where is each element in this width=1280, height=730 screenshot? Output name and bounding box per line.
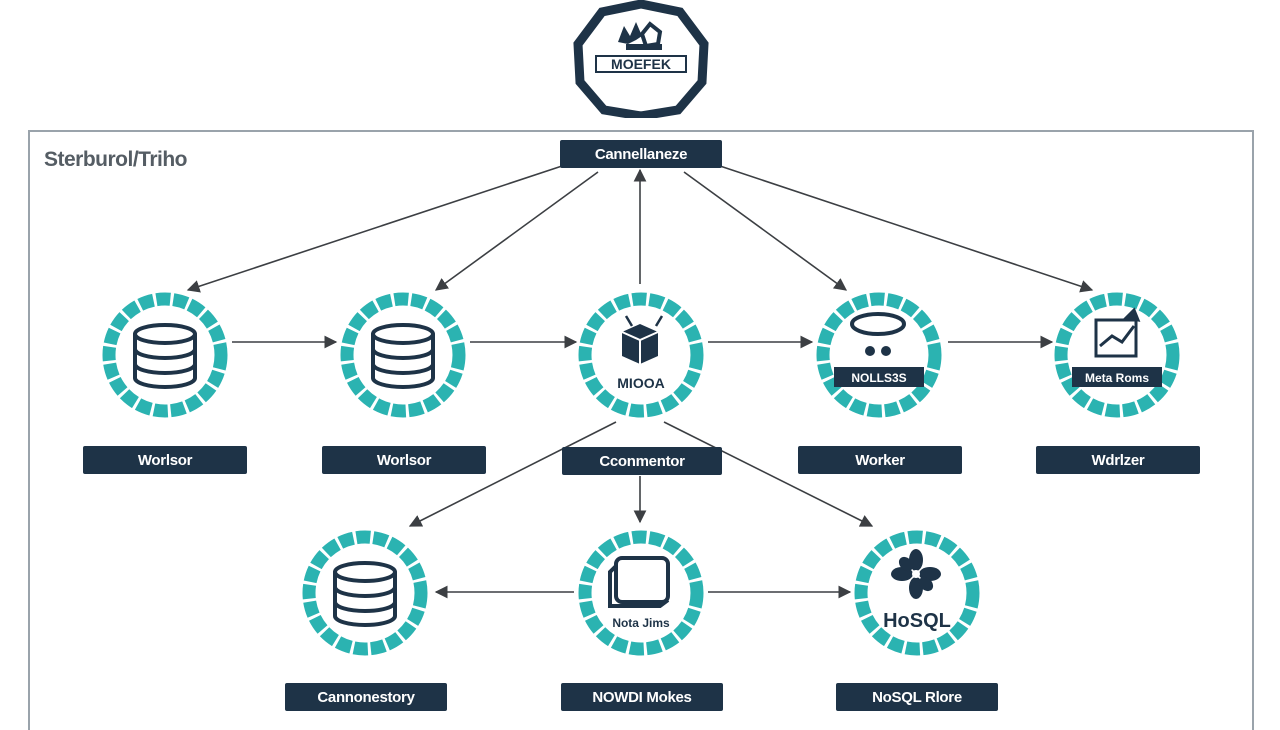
arrow-connector-to-row2-1: [408, 421, 617, 527]
ring-icon: [850, 312, 906, 356]
nosql-inner-text: HoSQL: [883, 610, 951, 632]
logo-text: MOEFEK: [611, 56, 671, 72]
database-icon: [333, 561, 397, 627]
cube-icon: [621, 315, 664, 364]
arrow-top-to-worker-1: [186, 165, 563, 293]
arrow-top-to-worker-5: [719, 165, 1094, 293]
node-worker-2[interactable]: [338, 290, 468, 420]
row1-label-3[interactable]: Cconmentor: [562, 447, 722, 475]
flower-icon: [891, 549, 941, 599]
node-worker-4[interactable]: NOLLS3S: [814, 290, 944, 420]
worker-4-inner-text: NOLLS3S: [851, 371, 906, 385]
box-icon: [608, 556, 670, 608]
row1-label-5[interactable]: Wdrlzer: [1036, 446, 1200, 474]
database-icon: [133, 323, 197, 389]
arrow-top-to-worker-2: [434, 171, 599, 291]
diagram-frame: [28, 130, 1254, 730]
row2-label-1[interactable]: Cannonestory: [285, 683, 447, 711]
nowdi-inner-text: Nota Jims: [612, 616, 670, 630]
logo-emblem-icon: [618, 21, 663, 50]
node-repository[interactable]: [300, 528, 430, 658]
logo-badge: MOEFEK: [573, 0, 709, 118]
node-worker-5[interactable]: Meta Roms: [1052, 290, 1182, 420]
worker-5-inner-text: Meta Roms: [1085, 371, 1149, 385]
arrow-connector-to-row2-3: [663, 421, 874, 527]
node-nosql[interactable]: HoSQL: [852, 528, 982, 658]
row2-label-2[interactable]: NOWDI Mokes: [561, 683, 723, 711]
top-label[interactable]: Cannellaneze: [560, 140, 722, 168]
connector-inner-text: MIOOA: [617, 375, 664, 391]
frame-title: Sterburol/Triho: [44, 148, 188, 171]
row1-label-2[interactable]: Worlsor: [322, 446, 486, 474]
row1-label-4[interactable]: Worker: [798, 446, 962, 474]
arrow-top-to-worker-4: [683, 171, 848, 291]
database-icon: [371, 323, 435, 389]
node-connector[interactable]: MIOOA: [576, 290, 706, 420]
chart-icon: [1094, 307, 1141, 358]
node-worker-1[interactable]: [100, 290, 230, 420]
node-nowdi[interactable]: Nota Jims: [576, 528, 706, 658]
row1-label-1[interactable]: Worlsor: [83, 446, 247, 474]
row2-label-3[interactable]: NoSQL Rlore: [836, 683, 998, 711]
